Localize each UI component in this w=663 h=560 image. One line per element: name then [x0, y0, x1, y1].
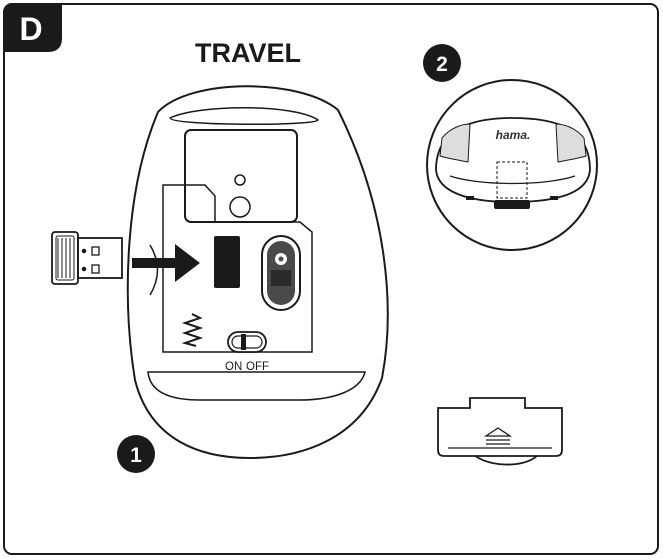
battery-cover: [437, 397, 563, 466]
arrow-right-icon: [132, 244, 200, 282]
step-1-number: 1: [130, 444, 142, 467]
panel-frame: [3, 3, 659, 555]
switch-on-label: ON: [225, 361, 242, 373]
step-2-number: 2: [436, 53, 448, 76]
step-1-badge: 1: [117, 435, 155, 473]
usb-receiver: [51, 231, 123, 285]
dongle-slot: [214, 236, 240, 288]
switch-off-label: OFF: [246, 361, 269, 373]
page-title: TRAVEL: [195, 38, 301, 68]
battery-spring-icon: [181, 313, 204, 347]
power-switch: [227, 331, 267, 353]
panel-letter-badge: D: [4, 4, 62, 52]
eject-icon: [483, 427, 513, 445]
mouse-underside: [126, 85, 389, 460]
panel-letter: D: [19, 11, 42, 47]
step-2-badge: 2: [423, 44, 461, 82]
brand-logo: hama.: [496, 128, 531, 142]
optical-sensor: [261, 235, 301, 311]
detail-magnifier: hama.: [426, 79, 598, 251]
